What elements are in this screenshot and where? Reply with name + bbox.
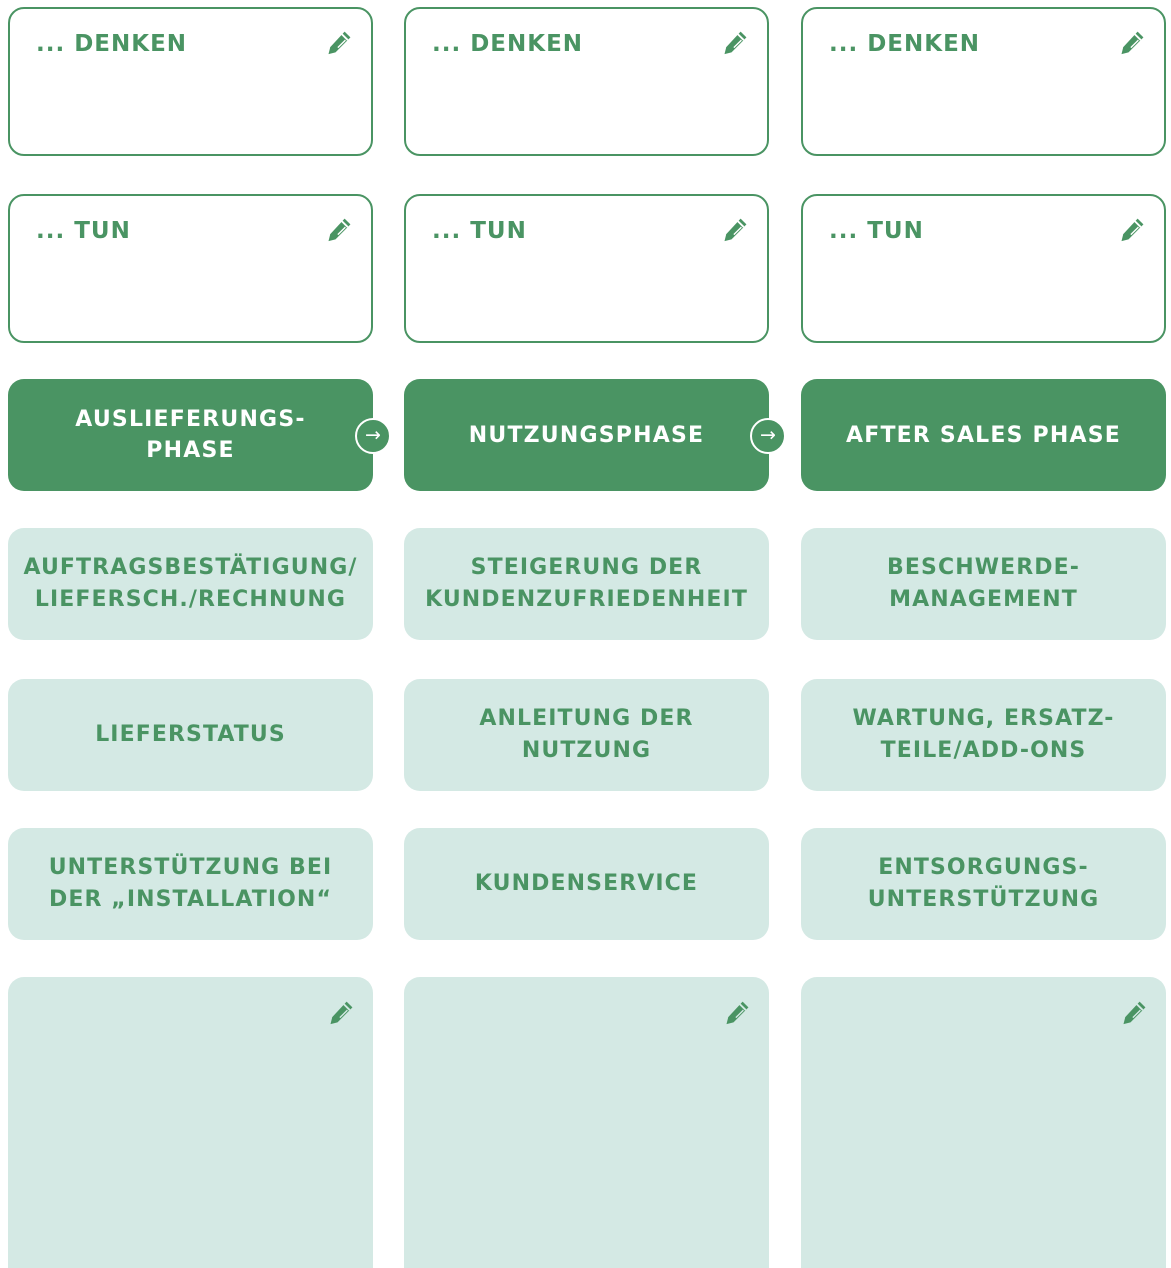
item-box: ANLEITUNG DER NUTZUNG — [404, 679, 769, 791]
phase-box-col2: NUTZUNGSPHASE — [404, 379, 769, 491]
tun-label: ... TUN — [432, 218, 527, 244]
phase-title: NUTZUNGSPHASE — [468, 422, 705, 448]
denken-box-col2[interactable]: ... DENKEN — [404, 7, 769, 156]
phase-title: AUSLIEFERUNGS- PHASE — [75, 407, 306, 463]
phase-box-col3: AFTER SALES PHASE — [801, 379, 1166, 491]
notes-box-col2[interactable] — [404, 977, 769, 1268]
pencil-icon[interactable] — [721, 216, 749, 244]
tun-box-col2[interactable]: ... TUN — [404, 194, 769, 343]
item-label: ENTSORGUNGS- UNTERSTÜTZUNG — [867, 855, 1100, 912]
item-label: ANLEITUNG DER NUTZUNG — [479, 706, 694, 763]
pencil-icon[interactable] — [721, 29, 749, 57]
denken-label: ... DENKEN — [829, 31, 981, 57]
denken-label: ... DENKEN — [36, 31, 188, 57]
pencil-icon[interactable] — [325, 216, 353, 244]
pencil-icon[interactable] — [1118, 216, 1146, 244]
item-box: AUFTRAGSBESTÄTIGUNG/ LIEFERSCH./RECHNUNG — [8, 528, 373, 640]
pencil-icon[interactable] — [1120, 999, 1148, 1027]
item-label: STEIGERUNG DER KUNDENZUFRIEDENHEIT — [425, 555, 748, 612]
item-box: UNTERSTÜTZUNG BEI DER „INSTALLATION“ — [8, 828, 373, 940]
item-label: AUFTRAGSBESTÄTIGUNG/ LIEFERSCH./RECHNUNG — [23, 555, 358, 612]
notes-box-col1[interactable] — [8, 977, 373, 1268]
phase-box-col1: AUSLIEFERUNGS- PHASE — [8, 379, 373, 491]
item-label: UNTERSTÜTZUNG BEI DER „INSTALLATION“ — [48, 855, 333, 912]
denken-box-col1[interactable]: ... DENKEN — [8, 7, 373, 156]
tun-box-col1[interactable]: ... TUN — [8, 194, 373, 343]
denken-box-col3[interactable]: ... DENKEN — [801, 7, 1166, 156]
arrow-right-circle-icon: → — [355, 418, 391, 454]
tun-label: ... TUN — [829, 218, 924, 244]
item-box: WARTUNG, ERSATZ- TEILE/ADD-ONS — [801, 679, 1166, 791]
item-label: BESCHWERDE- MANAGEMENT — [887, 555, 1080, 612]
pencil-icon[interactable] — [325, 29, 353, 57]
item-box: KUNDENSERVICE — [404, 828, 769, 940]
item-label: WARTUNG, ERSATZ- TEILE/ADD-ONS — [852, 706, 1115, 763]
item-label: KUNDENSERVICE — [474, 871, 699, 896]
pencil-icon[interactable] — [723, 999, 751, 1027]
item-box: LIEFERSTATUS — [8, 679, 373, 791]
notes-box-col3[interactable] — [801, 977, 1166, 1268]
tun-box-col3[interactable]: ... TUN — [801, 194, 1166, 343]
item-box: BESCHWERDE- MANAGEMENT — [801, 528, 1166, 640]
pencil-icon[interactable] — [327, 999, 355, 1027]
arrow-right-circle-icon: → — [750, 418, 786, 454]
phase-title: AFTER SALES PHASE — [846, 422, 1121, 448]
item-label: LIEFERSTATUS — [95, 722, 286, 747]
item-box: STEIGERUNG DER KUNDENZUFRIEDENHEIT — [404, 528, 769, 640]
denken-label: ... DENKEN — [432, 31, 584, 57]
pencil-icon[interactable] — [1118, 29, 1146, 57]
item-box: ENTSORGUNGS- UNTERSTÜTZUNG — [801, 828, 1166, 940]
tun-label: ... TUN — [36, 218, 131, 244]
